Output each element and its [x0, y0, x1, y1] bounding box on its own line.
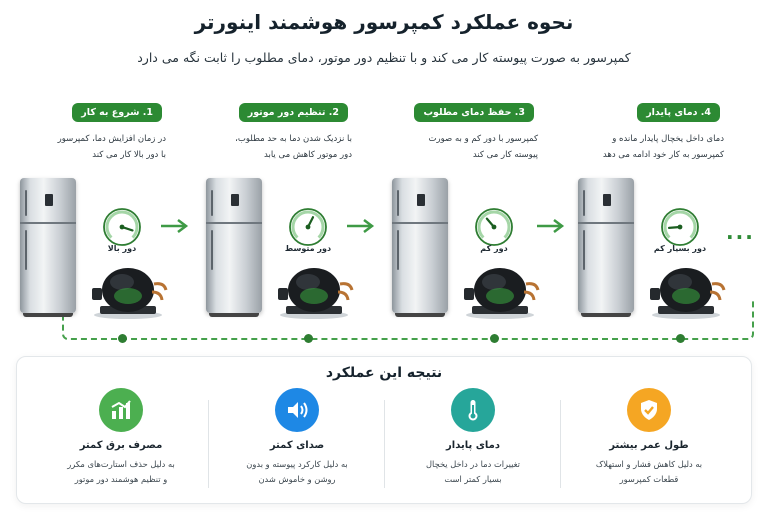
- energy-chart-icon: [99, 388, 143, 432]
- divider: [208, 400, 209, 488]
- benefit-card: صدای کمتر به دلیل کارکرد پیوسته و بدون روش…: [212, 388, 382, 487]
- compressor-image: [92, 268, 168, 319]
- benefit-card: طول عمر بیشتر به دلیل کاهش فشار و استهلاک…: [564, 388, 734, 487]
- page-subtitle: کمپرسور به صورت پیوسته کار می کند و با ت…: [137, 50, 631, 65]
- refrigerant-loop-line: [62, 300, 754, 340]
- fridge-part: [25, 230, 27, 270]
- speed-gauge-icon: [103, 208, 141, 246]
- process-step: 2. تنظیم دور موتور با نزدیک شدن دما به حد…: [186, 0, 370, 345]
- step-description-line: پیوسته کار می کند: [472, 150, 538, 160]
- benefit-title: دمای پایدار: [446, 440, 500, 451]
- fridge-part: [211, 190, 213, 216]
- fridge-part: [23, 313, 73, 317]
- result-title: نتیجه این عملکرد: [325, 365, 443, 381]
- compressor-image: [650, 268, 726, 319]
- step-description-line: با دور بالا کار می کند: [92, 150, 166, 160]
- loop-dot: [676, 334, 685, 343]
- page-title: نحوه عملکرد کمپرسور هوشمند اینورتر: [194, 10, 574, 34]
- gauge-label: دور بالا: [107, 244, 137, 253]
- fridge-part: [20, 222, 76, 224]
- loop-dot: [490, 334, 499, 343]
- process-step: 3. حفظ دمای مطلوب کمپرسور با دور کم و به …: [372, 0, 556, 345]
- fridge-part: [209, 313, 259, 317]
- speed-gauge-icon: [475, 208, 513, 246]
- benefit-description-line: به دلیل حذف استارت‌های مکرر: [67, 459, 175, 469]
- step-badge: 4. دمای پایدار: [637, 103, 720, 122]
- speed-gauge-icon: [289, 208, 327, 246]
- benefit-description-line: به دلیل کارکرد پیوسته و بدون: [246, 459, 348, 469]
- benefit-description-line: تغییرات دما در داخل یخچال: [426, 459, 520, 469]
- gauge-label: دور کم: [480, 244, 508, 253]
- fridge-image: [392, 178, 448, 317]
- step-description-line: دمای داخل یخچال پایدار مانده و: [612, 134, 724, 144]
- benefit-description: به دلیل کاهش فشار و استهلاک قطعات کمپرسور: [564, 457, 734, 487]
- fridge-part: [211, 230, 213, 270]
- arrow-right-icon: [347, 219, 375, 233]
- fridge-part: [578, 222, 634, 224]
- fridge-part: [206, 222, 262, 224]
- step-description-line: با نزدیک شدن دما به حد مطلوب،: [235, 134, 352, 144]
- benefit-description-line: و تنظیم هوشمند دور موتور: [74, 474, 168, 484]
- benefit-description: به دلیل کارکرد پیوسته و بدون روشن و خاموش…: [212, 457, 382, 487]
- fridge-part: [583, 190, 585, 216]
- fridge-part: [417, 194, 425, 206]
- benefit-description-line: بسیار کمتر است: [444, 474, 502, 484]
- fridge-image: [20, 178, 76, 317]
- benefit-description-line: روشن و خاموش شدن: [258, 474, 336, 484]
- arrow-right-icon: [537, 219, 565, 233]
- fridge-part: [45, 194, 53, 206]
- fridge-part: [25, 190, 27, 216]
- benefit-card: مصرف برق کمتر به دلیل حذف استارت‌های مکرر…: [36, 388, 206, 487]
- speed-gauge-icon: [661, 208, 699, 246]
- fridge-image: [578, 178, 634, 317]
- process-step: 4. دمای پایدار دمای داخل یخچال پایدار مان…: [558, 0, 742, 345]
- step-description-line: دور موتور کاهش می یابد: [264, 150, 352, 160]
- step-badge: 3. حفظ دمای مطلوب: [414, 103, 534, 122]
- gauge-label: دور بسیار کم: [653, 244, 707, 253]
- compressor-image: [278, 268, 354, 319]
- gauge-label: دور متوسط: [284, 244, 332, 253]
- compressor-image: [464, 268, 540, 319]
- shield-check-icon: [627, 388, 671, 432]
- benefit-description-line: به دلیل کاهش فشار و استهلاک: [595, 459, 703, 469]
- loop-dot: [304, 334, 313, 343]
- arrow-right-icon: [161, 219, 189, 233]
- divider: [384, 400, 385, 488]
- benefit-title: طول عمر بیشتر: [609, 440, 689, 451]
- fridge-part: [395, 313, 445, 317]
- benefit-title: صدای کمتر: [269, 440, 325, 451]
- fridge-part: [231, 194, 239, 206]
- fridge-part: [603, 194, 611, 206]
- step-badge: 1. شروع به کار: [72, 103, 162, 122]
- fridge-image: [206, 178, 262, 317]
- step-description: با نزدیک شدن دما به حد مطلوب، دور موتور ک…: [202, 131, 352, 163]
- benefit-title: مصرف برق کمتر: [79, 440, 163, 451]
- step-description-line: کمپرسور به کار خود ادامه می دهد: [602, 150, 724, 160]
- continuation-dots: ...: [726, 220, 755, 244]
- process-step: 1. شروع به کار در زمان افزایش دما، کمپرسو…: [0, 0, 184, 345]
- fridge-part: [581, 313, 631, 317]
- benefit-description: به دلیل حذف استارت‌های مکرر و تنظیم هوشمن…: [36, 457, 206, 487]
- loop-dot: [118, 334, 127, 343]
- step-description: کمپرسور با دور کم و به صورت پیوسته کار می…: [388, 131, 538, 163]
- step-description-line: کمپرسور با دور کم و به صورت: [428, 134, 538, 144]
- benefit-description: تغییرات دما در داخل یخچال بسیار کمتر است: [388, 457, 558, 487]
- fridge-part: [397, 230, 399, 270]
- fridge-part: [583, 230, 585, 270]
- step-description-line: در زمان افزایش دما، کمپرسور: [57, 134, 166, 144]
- benefit-description-line: قطعات کمپرسور: [619, 474, 679, 484]
- benefit-card: دمای پایدار تغییرات دما در داخل یخچال بسیا…: [388, 388, 558, 487]
- speaker-icon: [275, 388, 319, 432]
- divider: [560, 400, 561, 488]
- thermometer-icon: [451, 388, 495, 432]
- step-badge: 2. تنظیم دور موتور: [238, 103, 348, 122]
- fridge-part: [397, 190, 399, 216]
- step-description: در زمان افزایش دما، کمپرسور با دور بالا ک…: [16, 131, 166, 163]
- step-description: دمای داخل یخچال پایدار مانده و کمپرسور به…: [574, 131, 724, 163]
- fridge-part: [392, 222, 448, 224]
